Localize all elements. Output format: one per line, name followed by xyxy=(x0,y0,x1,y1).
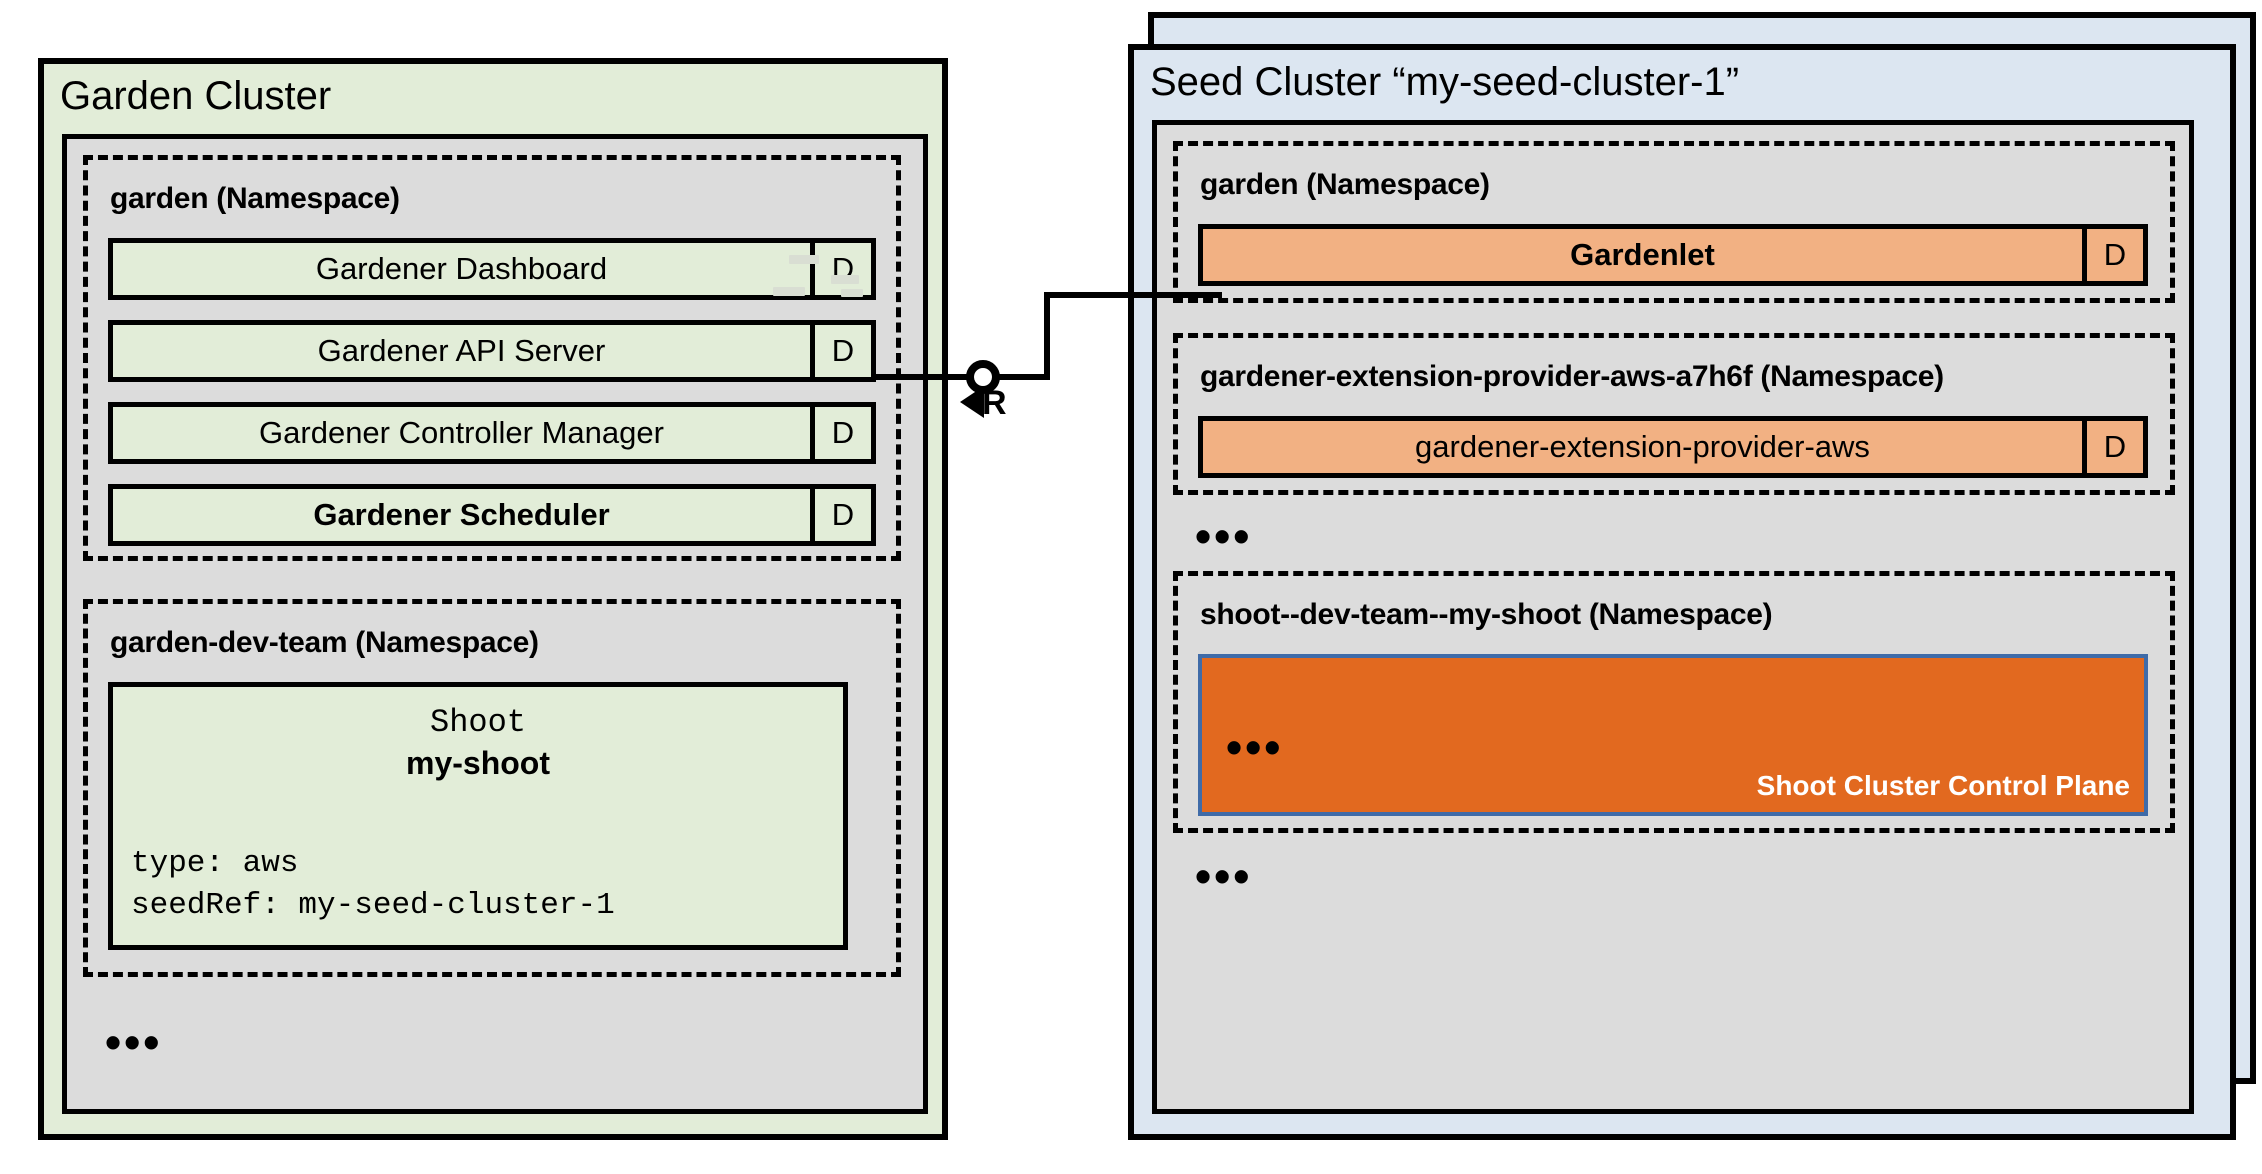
component-gardenlet[interactable]: Gardenlet D xyxy=(1198,224,2148,286)
component-gardener-scheduler[interactable]: Gardener Scheduler D xyxy=(108,484,876,546)
seed-cluster-title: Seed Cluster “my-seed-cluster-1” xyxy=(1150,60,1740,104)
connector-segment-left xyxy=(874,374,974,380)
namespace-seed-garden: garden (Namespace) Gardenlet D xyxy=(1173,141,2175,303)
garden-cluster-more-indicator: ••• xyxy=(105,1016,163,1068)
namespace-garden-dev-team-title: garden-dev-team (Namespace) xyxy=(110,626,539,659)
deployment-badge: D xyxy=(810,325,871,377)
deployment-badge: D xyxy=(810,489,871,541)
component-gardener-extension-provider-aws[interactable]: gardener-extension-provider-aws D xyxy=(1198,416,2148,478)
required-interface-arrow-icon xyxy=(960,386,984,418)
component-label: Gardener Controller Manager xyxy=(113,407,810,459)
garden-cluster-namespace-area: garden (Namespace) Gardener Dashboard D … xyxy=(62,134,928,1114)
deployment-badge: D xyxy=(2082,229,2143,281)
shoot-spec-type: type: aws xyxy=(131,845,299,881)
connector-segment-right xyxy=(1044,292,1222,298)
deployment-badge: D xyxy=(810,243,871,295)
component-gardener-controller-manager[interactable]: Gardener Controller Manager D xyxy=(108,402,876,464)
control-plane-more-indicator: ••• xyxy=(1226,721,1284,773)
namespace-garden-dev-team: garden-dev-team (Namespace) Shoot my-sho… xyxy=(83,599,901,977)
component-label: Gardener Dashboard xyxy=(113,243,810,295)
garden-cluster: Garden Cluster garden (Namespace) Garden… xyxy=(38,58,948,1140)
component-label: gardener-extension-provider-aws xyxy=(1203,421,2082,473)
component-gardener-dashboard[interactable]: Gardener Dashboard D xyxy=(108,238,876,300)
shoot-cluster-control-plane[interactable]: ••• Shoot Cluster Control Plane xyxy=(1198,654,2148,816)
namespace-garden: garden (Namespace) Gardener Dashboard D … xyxy=(83,155,901,561)
seed-cluster: Seed Cluster “my-seed-cluster-1” garden … xyxy=(1128,44,2236,1140)
namespace-gardener-extension-provider-aws-title: gardener-extension-provider-aws-a7h6f (N… xyxy=(1200,360,1944,393)
shoot-name: my-shoot xyxy=(406,745,550,781)
component-gardener-api-server[interactable]: Gardener API Server D xyxy=(108,320,876,382)
control-plane-label: Shoot Cluster Control Plane xyxy=(1756,770,2130,801)
garden-cluster-title: Garden Cluster xyxy=(60,74,332,118)
namespace-shoot-dev-team-my-shoot: shoot--dev-team--my-shoot (Namespace) ••… xyxy=(1173,571,2175,833)
resource-shoot-my-shoot[interactable]: Shoot my-shoot type: aws seedRef: my-see… xyxy=(108,682,848,950)
deployment-badge: D xyxy=(2082,421,2143,473)
required-interface-letter: R xyxy=(982,384,1007,422)
connector-segment-riser xyxy=(1044,292,1050,380)
component-label: Gardener Scheduler xyxy=(113,489,810,541)
connector-segment-mid xyxy=(998,374,1050,380)
namespace-shoot-dev-team-my-shoot-title: shoot--dev-team--my-shoot (Namespace) xyxy=(1200,598,1773,631)
deployment-badge: D xyxy=(810,407,871,459)
seed-cluster-more-indicator-middle: ••• xyxy=(1195,510,1253,562)
shoot-kind: Shoot xyxy=(429,704,526,741)
seed-cluster-more-indicator-bottom: ••• xyxy=(1195,850,1253,902)
namespace-garden-title: garden (Namespace) xyxy=(110,182,400,215)
component-label: Gardenlet xyxy=(1203,229,2082,281)
component-label: Gardener API Server xyxy=(113,325,810,377)
namespace-seed-garden-title: garden (Namespace) xyxy=(1200,168,1490,201)
seed-cluster-namespace-area: garden (Namespace) Gardenlet D gardener-… xyxy=(1152,120,2194,1114)
shoot-spec-seedref: seedRef: my-seed-cluster-1 xyxy=(131,888,615,924)
namespace-gardener-extension-provider-aws: gardener-extension-provider-aws-a7h6f (N… xyxy=(1173,333,2175,495)
